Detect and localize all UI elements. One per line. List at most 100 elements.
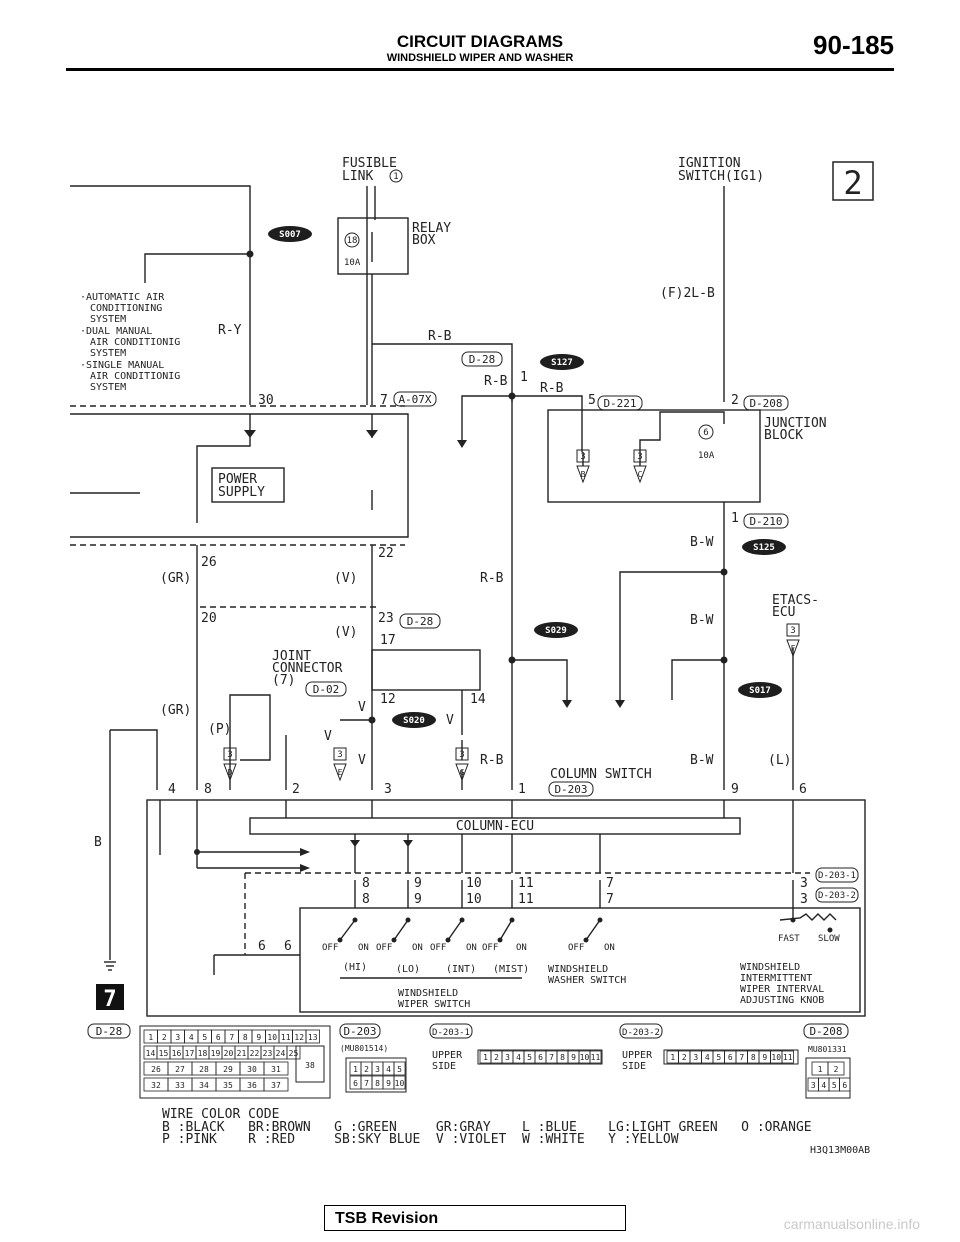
connector-d203-1: D-203-1 xyxy=(818,871,856,881)
fusible-link-number: 1 xyxy=(393,172,398,182)
d28-row3-pin-label: 28 xyxy=(199,1065,209,1074)
d28-row4-pin-label: 37 xyxy=(271,1081,281,1090)
d28-row1-pin-label: 2 xyxy=(162,1033,167,1042)
system-line-1: ·AUTOMATIC AIR xyxy=(80,292,165,303)
splice-s127: S127 xyxy=(551,358,573,368)
wire-bw-3: B-W xyxy=(690,753,714,768)
lo-off-label: OFF xyxy=(376,943,392,953)
d203-2-pin-label: 11 xyxy=(783,1053,793,1062)
d203-1-pin-cell xyxy=(589,1050,602,1064)
system-line-3: SYSTEM xyxy=(90,314,126,325)
wire-gr-2: (GR) xyxy=(160,703,191,718)
joint-connector-label-2: CONNECTOR xyxy=(272,661,343,676)
upper-side-1b: SIDE xyxy=(432,1061,456,1072)
washer-switch-label-1: WINDSHIELD xyxy=(548,964,608,975)
connector-d210: D-210 xyxy=(749,515,782,528)
washer-on-label: ON xyxy=(604,943,615,953)
d203-row1-pin-cell xyxy=(393,1061,406,1076)
continuation-marker: 7 xyxy=(103,987,116,1012)
d203-1-pin-label: 6 xyxy=(538,1053,543,1062)
d203-row2-pin-label: 9 xyxy=(386,1079,391,1088)
pin-3a: 3 xyxy=(800,876,808,891)
pinbox-3-g: 3 xyxy=(459,750,464,760)
pinbox-3-f: 3 xyxy=(790,626,795,636)
d28-row2-pin-label: 24 xyxy=(276,1049,286,1058)
wire-v-5: V xyxy=(324,729,332,744)
d28-row4-pin-label: 34 xyxy=(199,1081,209,1090)
d203-1-pin-label: 11 xyxy=(591,1053,601,1062)
d28-row1-pin-label: 10 xyxy=(267,1033,277,1042)
pin-12: 12 xyxy=(380,692,396,707)
d203-row1-pin-label: 2 xyxy=(364,1065,369,1074)
hi-on-label: ON xyxy=(358,943,369,953)
d208-row2-pin-label: 4 xyxy=(821,1081,826,1090)
junction-dots xyxy=(194,250,833,943)
wire-color-code-row2: P :PINK R :RED SB:SKY BLUE V :VIOLET W :… xyxy=(162,1132,679,1147)
relay-box-label-1: RELAY xyxy=(412,221,451,236)
d203-row1-pin-label: 5 xyxy=(397,1065,402,1074)
d28-row1-pin-label: 12 xyxy=(294,1033,304,1042)
wire-v-2: (V) xyxy=(334,625,357,640)
d203-1-pin-label: 7 xyxy=(549,1053,554,1062)
page-subtitle: WINDSHIELD WIPER AND WASHER xyxy=(386,52,574,64)
relay-box-label-2: BOX xyxy=(412,233,436,248)
d208-row1-pin-label: 1 xyxy=(818,1065,823,1074)
d28-row2-pin-cell xyxy=(286,1045,301,1060)
system-line-6: SYSTEM xyxy=(90,348,126,359)
d28-row2-pin-label: 16 xyxy=(172,1049,182,1058)
continuation-marker-box xyxy=(96,984,124,1010)
pin-17: 17 xyxy=(380,633,396,648)
column-switch-label: COLUMN SWITCH xyxy=(550,767,652,782)
pin-10b: 10 xyxy=(466,892,482,907)
junction-block-label-1: JUNCTION xyxy=(764,416,827,431)
fusible-link-label-2: LINK xyxy=(342,169,373,184)
pinbox-3-c: 3 xyxy=(637,452,642,462)
wire-bw-1: B-W xyxy=(690,535,714,550)
d28-row1-pin-label: 8 xyxy=(243,1033,248,1042)
wire-p: (P) xyxy=(208,722,231,737)
page-title: CIRCUIT DIAGRAMS xyxy=(396,32,564,51)
d28-row4-pin-label: 36 xyxy=(247,1081,257,1090)
splice-s029: S029 xyxy=(545,626,567,636)
wire-b: B xyxy=(94,835,102,850)
wire-v-1: (V) xyxy=(334,571,357,586)
d28-row1-pin-label: 6 xyxy=(216,1033,221,1042)
ignition-switch-label-2: SWITCH(IG1) xyxy=(678,169,764,184)
fusible-link-label-1: FUSIBLE xyxy=(342,156,397,171)
connector-d208: D-208 xyxy=(749,397,782,410)
fusible-link-number-circle xyxy=(389,169,403,183)
hi-off-label: OFF xyxy=(322,943,338,953)
int-off-label: OFF xyxy=(430,943,446,953)
wire-l: (L) xyxy=(768,753,791,768)
d208-row2-pin-cell xyxy=(839,1077,851,1092)
ignition-switch-label-1: IGNITION xyxy=(678,156,741,171)
d203-row1-pin-label: 4 xyxy=(386,1065,391,1074)
d203-1-pin-label: 5 xyxy=(527,1053,532,1062)
pin-10a: 10 xyxy=(466,876,482,891)
d28-row4-pin-cell xyxy=(263,1077,289,1092)
wire-color-code-row1: B :BLACK BR:BROWN G :GREEN GR:GRAY L :BL… xyxy=(162,1120,812,1135)
d203-1-pin-label: 3 xyxy=(505,1053,510,1062)
system-line-7: ·SINGLE MANUAL xyxy=(80,360,164,371)
d203-2-pin-label: 10 xyxy=(771,1053,781,1062)
d208-row2-pin-label: 3 xyxy=(811,1081,816,1090)
wire-v-4: V xyxy=(446,713,454,728)
pinbox-c: C xyxy=(638,470,643,479)
pin-3-col: 3 xyxy=(384,782,392,797)
d28-row2-pin-label: 22 xyxy=(250,1049,260,1058)
d28-row4-pin-label: 32 xyxy=(151,1081,161,1090)
pin-9a: 9 xyxy=(414,876,422,891)
slow-label: SLOW xyxy=(818,934,840,944)
washer-switch-label-2: WASHER SWITCH xyxy=(548,975,626,986)
d203-1-pin-label: 1 xyxy=(483,1053,488,1062)
pin-2-col: 2 xyxy=(292,782,300,797)
splice-s125: S125 xyxy=(753,543,775,553)
wiper-switch-label-1: WINDSHIELD xyxy=(398,988,458,999)
pinbox-3-e: 3 xyxy=(337,750,342,760)
d203-row1-pin-label: 3 xyxy=(375,1065,380,1074)
mist-on-label: ON xyxy=(516,943,527,953)
pinbox-3-b: 3 xyxy=(580,452,585,462)
pin-20: 20 xyxy=(201,611,217,626)
